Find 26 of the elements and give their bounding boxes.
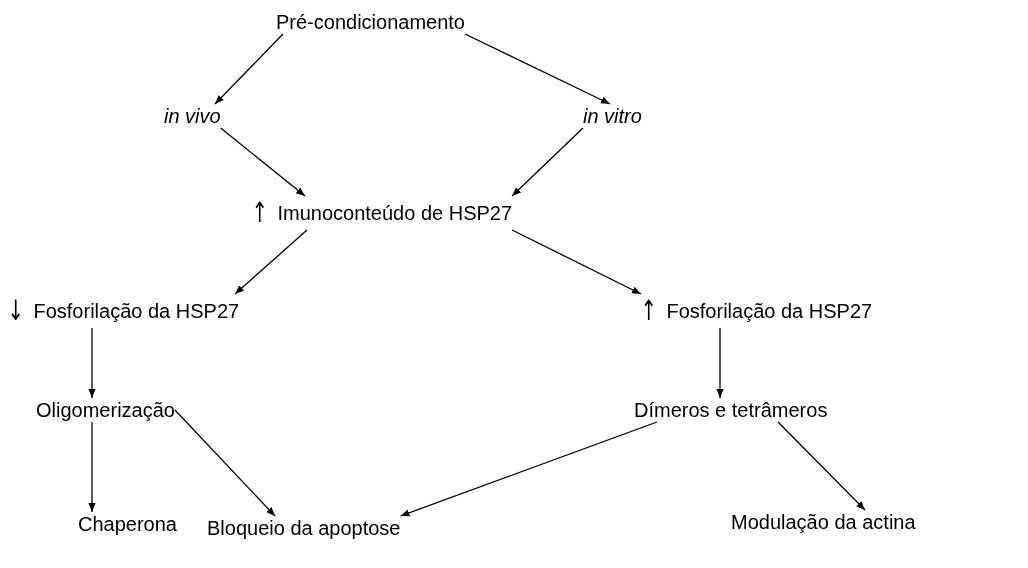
arrow [399,421,658,517]
arrow [777,421,866,511]
node-label: Dímeros e tetrâmeros [634,398,828,422]
node-label: Fosforilação da HSP27 [33,299,240,323]
arrow [511,229,642,295]
arrow [464,33,611,105]
arrow [174,409,276,517]
arrow [220,127,306,197]
node-label: in vitro [583,104,642,128]
trend-arrow: ↑ [640,294,657,328]
node-label: Chaperona [78,512,177,536]
node-label: Oligomerização [36,398,175,422]
arrow [214,33,284,105]
arrow [511,127,584,197]
node-label: Imunoconteúdo de HSP27 [277,201,513,225]
node-label: Fosforilação da HSP27 [666,299,873,323]
node-label: Pré-condicionamento [276,10,465,34]
arrow [88,327,96,399]
node-label: in vivo [164,104,221,128]
trend-arrow: ↑ [251,196,268,230]
arrow [716,327,724,399]
arrow [234,229,308,295]
trend-arrow: ↓ [7,294,24,328]
arrow [88,421,96,513]
node-label: Modulação da actina [731,510,916,534]
node-label: Bloqueio da apoptose [207,516,401,540]
